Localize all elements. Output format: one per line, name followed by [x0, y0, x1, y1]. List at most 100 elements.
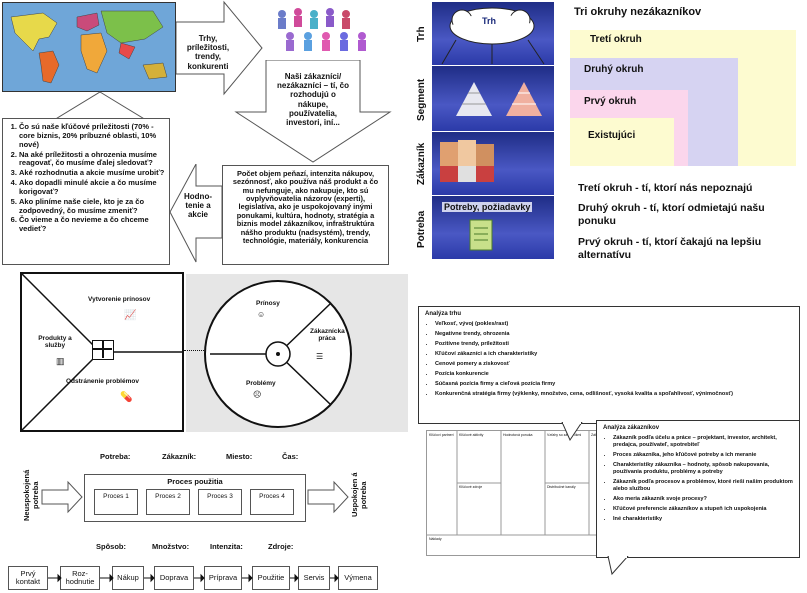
top-label-potreba: Potreba: — [100, 452, 131, 461]
canvas-label: Vzťahy so zákazníkmi — [547, 433, 582, 437]
value-arrow-label: Hodno-tenie a akcie — [184, 192, 212, 220]
process-1: Proces 1 — [94, 489, 138, 515]
top-label-zakaznik: Zákazník: — [162, 452, 197, 461]
world-map — [2, 2, 176, 92]
ring-existing-label: Existujúci — [588, 130, 636, 141]
chain-step-7: Servis — [298, 566, 330, 590]
def-third: Tretí okruh - tí, ktorí nás nepoznajú — [578, 182, 753, 194]
rings-title: Tri okruhy nezákazníkov — [574, 6, 702, 18]
products-label: Produkty a služby — [38, 335, 72, 349]
customer-item: Zákazník podľa účelu a práce – projektan… — [613, 435, 793, 449]
question-item: Čo sú naše kľúčové príležitosti (70% - c… — [19, 122, 165, 150]
top-label-miesto: Miesto: — [226, 452, 253, 461]
pains-label: Problémy — [246, 380, 276, 387]
market-item: Veľkosť, vývoj (pokles/rast) — [435, 321, 793, 328]
bottom-label-zdroje: Zdroje: — [268, 542, 294, 551]
question-item: Ako dopadli minulé akcie a čo musíme kor… — [19, 178, 165, 197]
process-2: Proces 2 — [146, 489, 190, 515]
info-box: Počet objem peňazí, intenzita nákupov, s… — [222, 165, 389, 265]
market-analysis-box: Analýza trhu Veľkosť, vývoj (pokles/rast… — [418, 306, 800, 424]
chain-step-3: Nákup — [112, 566, 144, 590]
ring-third-label: Tretí okruh — [590, 34, 642, 45]
canvas-label: Náklady — [429, 537, 442, 541]
ring-first-label: Prvý okruh — [584, 96, 637, 107]
row-label-segment: Segment — [416, 78, 427, 122]
customer-item: Iné charakteristiky — [613, 516, 793, 523]
smile-icon: ☺ — [257, 310, 266, 319]
questions-box: Čo sú naše kľúčové príležitosti (70% - c… — [2, 118, 170, 265]
bottom-label-intenzita: Intenzita: — [210, 542, 243, 551]
jobs-label: Zákaznícka práca — [310, 328, 345, 342]
row-label-potreba: Potreba — [416, 210, 427, 248]
customer-item: Charakteristiky zákazníka – hodnoty, spô… — [613, 462, 793, 476]
customers-arrow — [234, 60, 392, 163]
chain-arrows — [48, 573, 339, 583]
checklist-icon: ☰ — [316, 352, 324, 361]
market-item: Cenové pomery a ziskovosť — [435, 361, 793, 368]
customer-item: Ako meria zákazník svoje procesy? — [613, 496, 793, 503]
market-title: Analýza trhu — [425, 311, 462, 317]
row-label-zakaznik: Zákazník — [416, 142, 427, 186]
process-title: Proces použitia — [167, 477, 223, 486]
chart-up-icon: 📈 — [124, 310, 137, 321]
canvas-label: Kľúčoví partneri — [429, 433, 454, 437]
market-callout-tail — [561, 422, 583, 442]
strip-segment — [432, 66, 554, 132]
ring-second-label: Druhý okruh — [584, 64, 644, 75]
customer-item: Kľúčové preferencie zákazníkov a stupeň … — [613, 506, 793, 513]
bottom-label-mnozstvo: Množstvo: — [152, 542, 190, 551]
chain-step-5: Príprava — [204, 566, 242, 590]
market-item: Konkurenčná stratégia firmy (výklenky, m… — [435, 391, 793, 398]
input-arrow — [41, 480, 83, 514]
chain-step-6: Použitie — [252, 566, 290, 590]
value-arrow — [170, 164, 223, 263]
chain-step-2: Roz-hodnutie — [60, 566, 100, 590]
strip-zakaznik — [432, 132, 554, 196]
left-vertical-label: Neuspokojená potreba — [22, 469, 40, 521]
chain-step-1: Prvý kontakt — [8, 566, 48, 590]
canvas-label: Hodnotová ponuka — [503, 433, 533, 437]
market-item: Súčasná pozícia firmy a cieľová pozícia … — [435, 381, 793, 388]
customer-callout-tail — [607, 556, 629, 576]
questions-list: Čo sú naše kľúčové príležitosti (70% - c… — [5, 122, 165, 234]
market-item: Pozitívne trendy, príležitosti — [435, 341, 793, 348]
pill-icon: 💊 — [120, 392, 133, 403]
bottom-label-sposob: Spôsob: — [96, 542, 126, 551]
removal-label: Odstránenie problémov — [66, 378, 139, 385]
canvas-label: Distribučné kanály — [547, 485, 576, 489]
question-item: Na aké príležitosti a ohrozenia musíme r… — [19, 150, 165, 169]
output-arrow — [307, 480, 349, 514]
process-4: Proces 4 — [250, 489, 294, 515]
canvas-label: Kľúčové zdroje — [459, 485, 483, 489]
canvas-label: Kľúčové aktivity — [459, 433, 484, 437]
market-list: Veľkosť, vývoj (pokles/rast) Negatívne t… — [425, 321, 793, 398]
def-first: Prvý okruh - tí, ktorí čakajú na lepšiu … — [578, 236, 762, 262]
barcode-icon: ▥ — [56, 356, 65, 366]
customer-profile-circle — [204, 280, 352, 428]
question-item: Ako pliníme naše ciele, kto je za čo zod… — [19, 197, 165, 216]
market-item: Pozícia konkurencie — [435, 371, 793, 378]
frown-icon: ☹ — [253, 390, 262, 399]
ring-existing — [570, 118, 674, 166]
customer-item: Zákazník podľa procesov a problémov, kto… — [613, 479, 793, 493]
strip-trh — [432, 2, 554, 66]
process-3: Proces 3 — [198, 489, 242, 515]
question-item: Čo vieme a čo nevieme a čo chceme vedieť… — [19, 216, 165, 234]
customer-list: Zákazník podľa účelu a práce – projektan… — [603, 435, 793, 523]
info-box-text: Počet objem peňazí, intenzita nákupov, s… — [232, 169, 379, 245]
trhy-arrow-label: Trhy, príležitosti, trendy, konkurenti — [186, 34, 230, 71]
right-vertical-label: Uspokojen á potreba — [350, 472, 368, 518]
def-second: Druhý okruh - tí, ktorí odmietajú našu p… — [578, 202, 765, 228]
gains-label: Prínosy — [256, 300, 280, 307]
market-item: Negatívne trendy, ohrozenia — [435, 331, 793, 338]
people-icon — [268, 2, 380, 58]
trhy-arrow — [176, 0, 263, 96]
cloud-label: Trh — [482, 16, 497, 26]
customer-item: Proces zákazníka, jeho kľúčové potreby a… — [613, 452, 793, 459]
question-item: Aké rozhodnutia a akcie musíme urobiť? — [19, 168, 165, 178]
needs-label: Potreby, požiadavky — [442, 202, 533, 212]
customers-box-text: Naši zákazníci/ nezákazníci – tí, čo roz… — [276, 72, 350, 127]
chain-step-4: Doprava — [154, 566, 194, 590]
customer-title: Analýza zákazníkov — [603, 425, 660, 431]
customer-analysis-box: Analýza zákazníkov Zákazník podľa účelu … — [596, 420, 800, 558]
